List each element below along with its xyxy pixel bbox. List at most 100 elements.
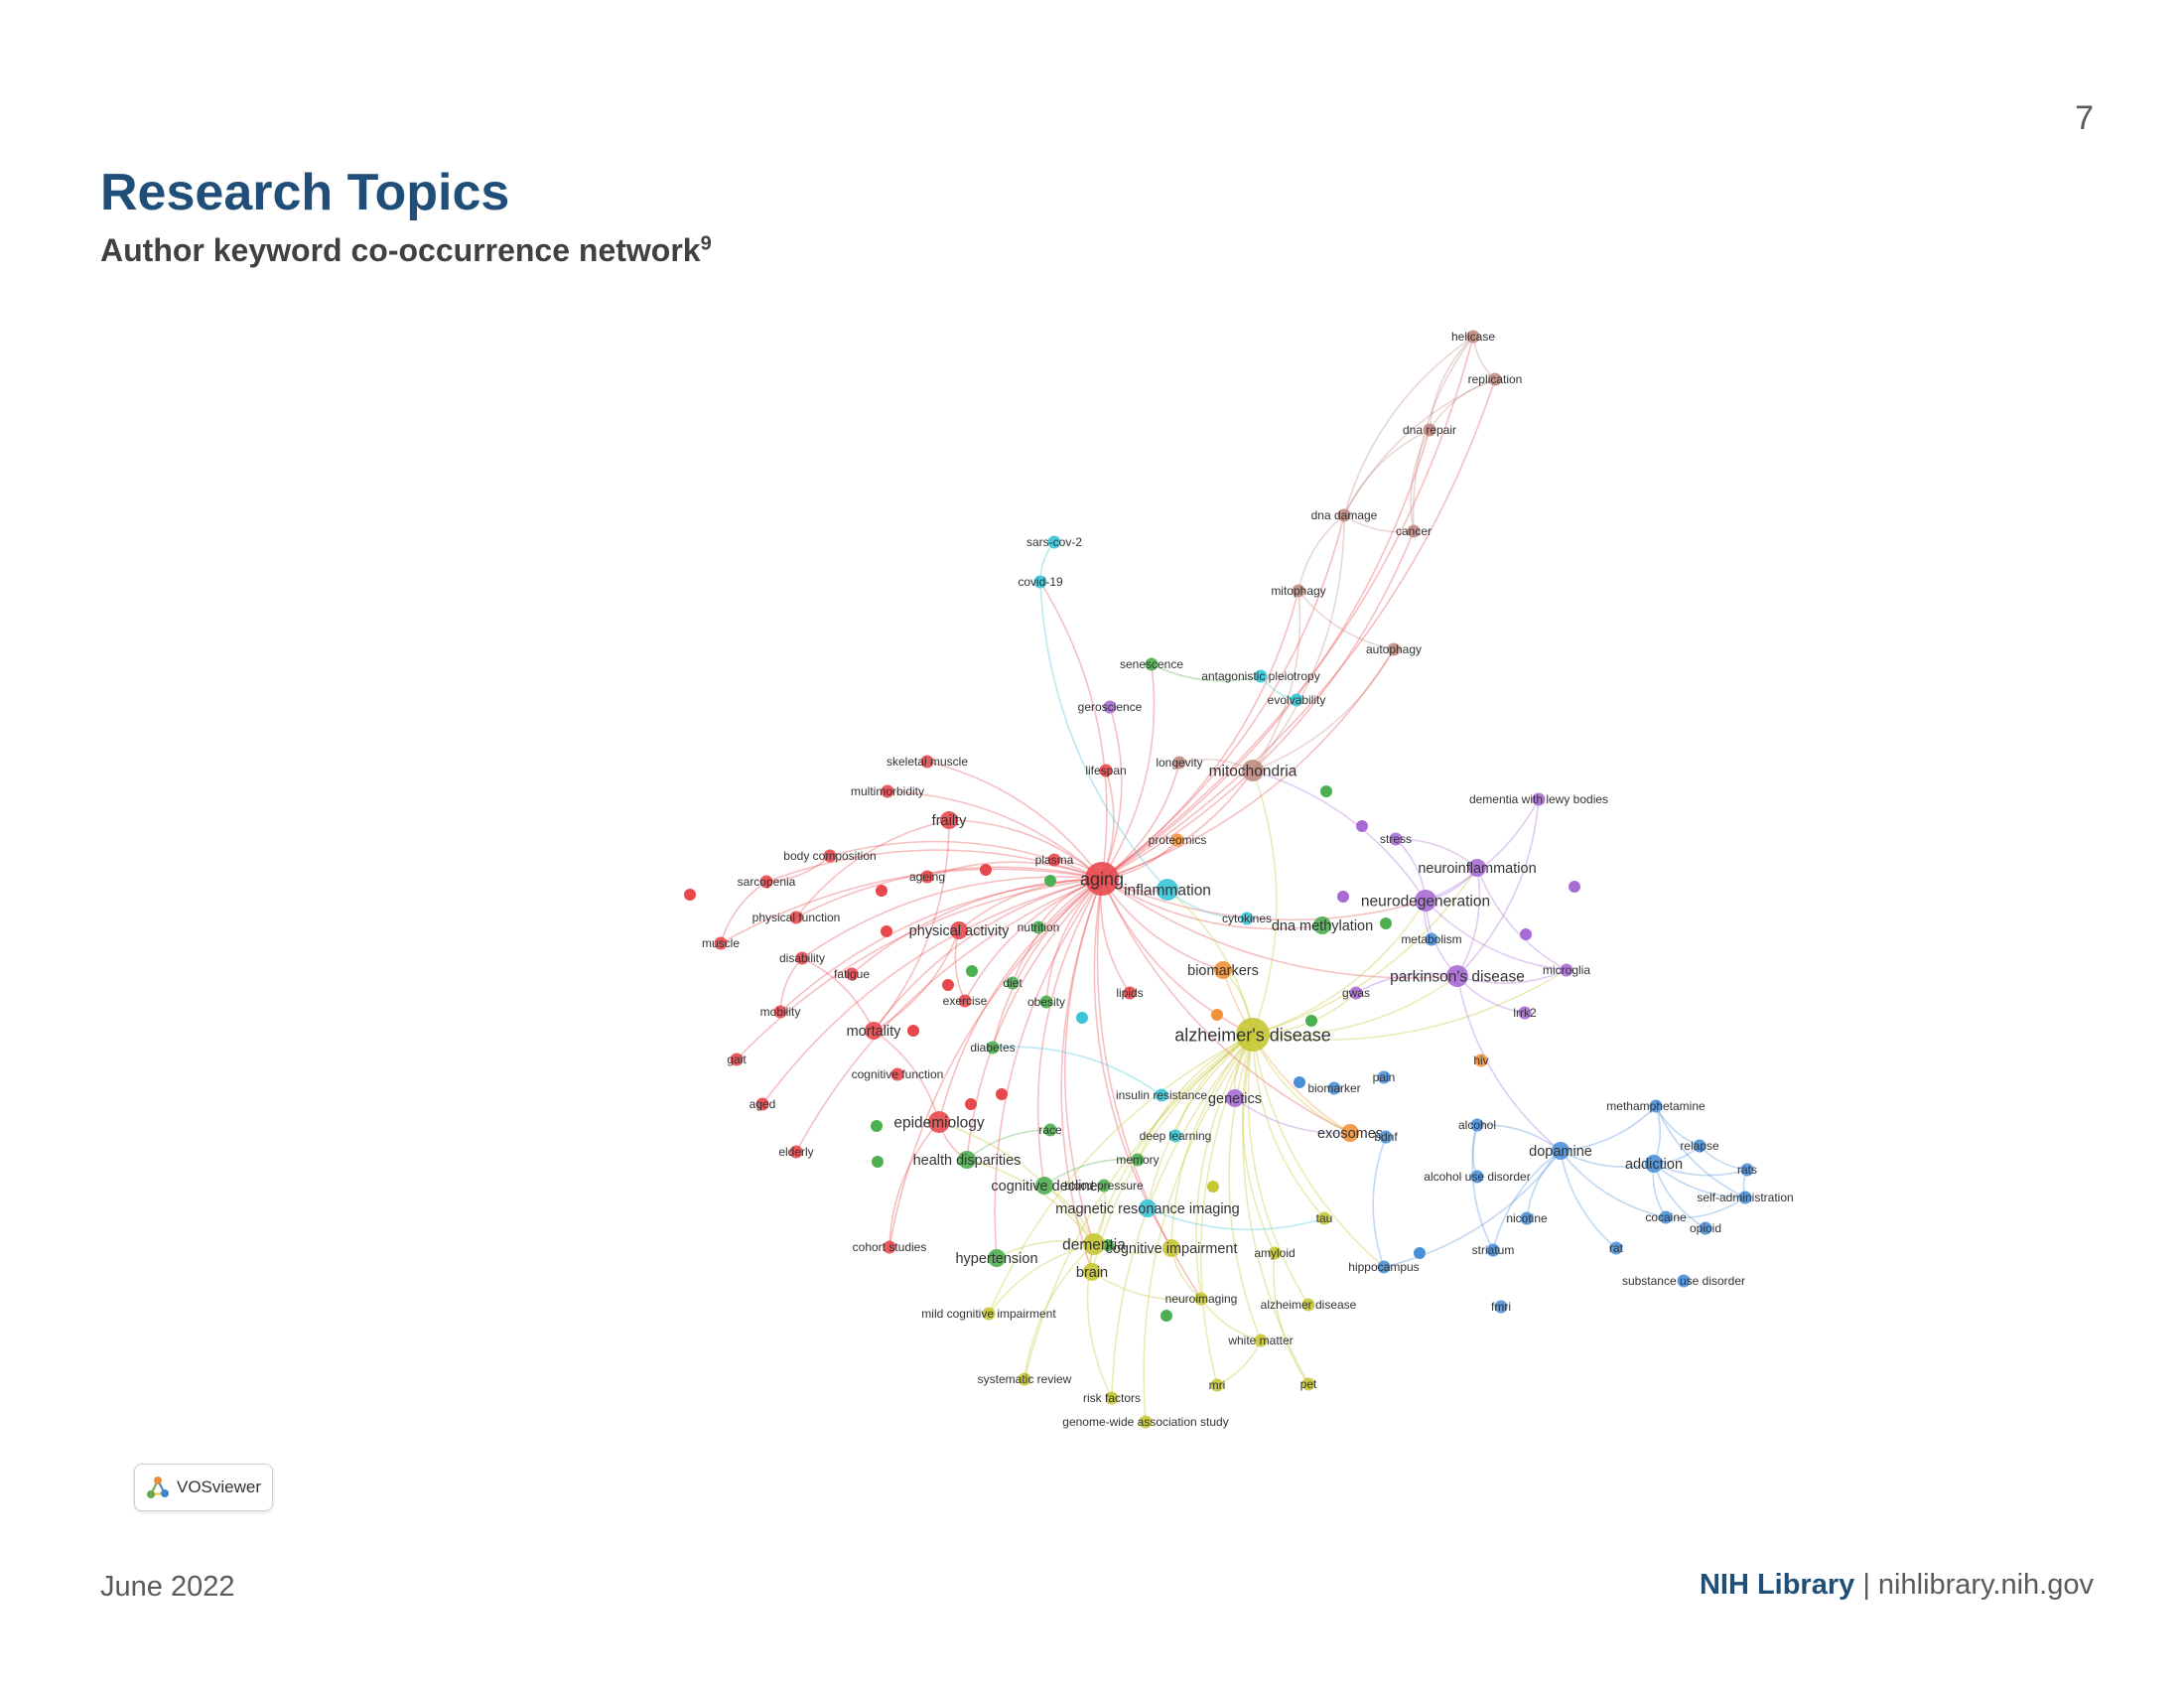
node-circle[interactable] [1518, 1006, 1532, 1020]
node-circle[interactable] [1423, 423, 1436, 437]
network-node-cohort-studies[interactable]: cohort studies [853, 1240, 927, 1254]
network-node-fmri[interactable]: fmri [1491, 1300, 1511, 1314]
node-circle[interactable] [1327, 1081, 1341, 1095]
node-circle[interactable] [1488, 372, 1502, 386]
network-node-mitophagy[interactable]: mitophagy [1271, 584, 1325, 598]
node-circle[interactable] [1474, 1054, 1488, 1067]
node-circle[interactable] [1466, 330, 1480, 344]
node-circle[interactable] [1337, 508, 1351, 522]
network-node-dna-damage[interactable]: dna damage [1311, 508, 1378, 522]
network-node-skeletal-muscle[interactable]: skeletal muscle [887, 755, 968, 769]
node-circle[interactable] [1006, 976, 1020, 990]
node-circle[interactable] [1254, 1334, 1268, 1347]
network-node-sarcopenia[interactable]: sarcopenia [738, 875, 796, 889]
node-circle[interactable] [845, 967, 859, 981]
node-circle[interactable] [1214, 961, 1232, 979]
node-circle[interactable] [1162, 1239, 1180, 1257]
node-circle[interactable] [1123, 986, 1137, 1000]
node-circle[interactable] [1313, 916, 1331, 934]
network-node-body-composition[interactable]: body composition [783, 849, 876, 863]
vosviewer-badge[interactable]: VOSviewer [134, 1464, 273, 1511]
network-node-microglia[interactable]: microglia [1543, 963, 1590, 977]
network-node-geroscience[interactable]: geroscience [1078, 700, 1143, 714]
node-circle[interactable] [982, 1307, 996, 1321]
network-node-epidemiology[interactable]: epidemiology [893, 1111, 985, 1133]
network-node-aging[interactable]: aging [1080, 862, 1124, 896]
node-circle[interactable] [1425, 932, 1438, 946]
network-node-mortality[interactable]: mortality [847, 1022, 902, 1040]
node-circle[interactable] [1242, 760, 1264, 781]
node-circle[interactable] [950, 921, 968, 939]
network-node-gwas[interactable]: gwas [1342, 986, 1370, 1000]
network-node-covid-19[interactable]: covid-19 [1018, 575, 1063, 589]
node-circle[interactable] [1168, 1129, 1182, 1143]
network-node-lifespan[interactable]: lifespan [1085, 764, 1126, 777]
node-circle[interactable] [1377, 1070, 1391, 1084]
network-node-dementia[interactable]: dementia [1062, 1233, 1126, 1255]
node-circle[interactable] [1609, 1241, 1623, 1255]
network-node-parkinson-s-disease[interactable]: parkinson's disease [1390, 965, 1525, 987]
node-circle[interactable] [1236, 1018, 1270, 1052]
node-circle[interactable] [1379, 1130, 1393, 1144]
network-node-elderly[interactable]: elderly [778, 1145, 813, 1159]
network-node-mild-cognitive-impairment[interactable]: mild cognitive impairment [921, 1307, 1056, 1321]
node-circle[interactable] [1031, 920, 1045, 934]
node-circle[interactable] [1532, 792, 1546, 806]
node-circle[interactable] [1083, 1233, 1105, 1255]
node-circle[interactable] [1407, 524, 1421, 538]
network-node-tau[interactable]: tau [1316, 1211, 1333, 1225]
network-node-risk-factors[interactable]: risk factors [1083, 1391, 1141, 1405]
network-node-systematic-review[interactable]: systematic review [978, 1372, 1072, 1386]
node-circle[interactable] [1387, 642, 1401, 656]
node-circle[interactable] [1268, 1246, 1282, 1260]
network-node-deep-learning[interactable]: deep learning [1140, 1129, 1212, 1143]
network-node-exercise[interactable]: exercise [943, 994, 988, 1008]
network-node-dna-repair[interactable]: dna repair [1403, 423, 1456, 437]
network-node-neuroimaging[interactable]: neuroimaging [1165, 1292, 1238, 1306]
network-node-genome-wide-association-study[interactable]: genome-wide association study [1062, 1415, 1228, 1429]
network-node-inflammation[interactable]: inflammation [1124, 879, 1211, 901]
node-circle[interactable] [1226, 1089, 1244, 1107]
network-node-lipids[interactable]: lipids [1116, 986, 1143, 1000]
network-node-striatum[interactable]: striatum [1472, 1243, 1515, 1257]
network-node-amyloid[interactable]: amyloid [1254, 1246, 1295, 1260]
network-node-diabetes[interactable]: diabetes [970, 1041, 1015, 1055]
network-node-rat[interactable]: rat [1609, 1241, 1624, 1255]
node-circle[interactable] [1240, 912, 1254, 925]
node-circle[interactable] [773, 1005, 787, 1019]
node-circle[interactable] [1170, 833, 1184, 847]
node-circle[interactable] [823, 849, 837, 863]
node-circle[interactable] [1033, 575, 1047, 589]
node-circle[interactable] [1693, 1139, 1706, 1153]
network-node-biomarker[interactable]: biomarker [1307, 1081, 1360, 1095]
network-node-alzheimer-s-disease[interactable]: alzheimer's disease [1174, 1018, 1331, 1052]
network-node-memory[interactable]: memory [1116, 1153, 1159, 1167]
node-circle[interactable] [1494, 1300, 1508, 1314]
node-circle[interactable] [1446, 965, 1468, 987]
network-node-autophagy[interactable]: autophagy [1366, 642, 1422, 656]
node-circle[interactable] [759, 875, 773, 889]
network-node-lrrk2[interactable]: lrrk2 [1513, 1006, 1537, 1020]
node-circle[interactable] [730, 1053, 744, 1066]
node-circle[interactable] [1172, 756, 1186, 770]
network-node-physical-activity[interactable]: physical activity [909, 921, 1010, 939]
node-circle[interactable] [920, 755, 934, 769]
network-node-replication[interactable]: replication [1468, 372, 1523, 386]
network-node-biomarkers[interactable]: biomarkers [1187, 961, 1259, 979]
network-node-nicotine[interactable]: nicotine [1506, 1211, 1548, 1225]
network-node-insulin-resistance[interactable]: insulin resistance [1116, 1088, 1207, 1102]
node-circle[interactable] [1349, 986, 1363, 1000]
network-node-cocaine[interactable]: cocaine [1645, 1210, 1687, 1224]
network-node-longevity[interactable]: longevity [1156, 756, 1202, 770]
node-circle[interactable] [1157, 879, 1178, 901]
network-node-genetics[interactable]: genetics [1208, 1089, 1262, 1107]
node-circle[interactable] [1043, 1123, 1057, 1137]
node-circle[interactable] [1145, 657, 1159, 671]
network-node-addiction[interactable]: addiction [1625, 1155, 1683, 1173]
node-circle[interactable] [1645, 1155, 1663, 1173]
node-circle[interactable] [1097, 1179, 1111, 1193]
network-node-brain[interactable]: brain [1076, 1263, 1108, 1281]
network-node-fatigue[interactable]: fatigue [834, 967, 870, 981]
node-circle[interactable] [1047, 535, 1061, 549]
node-circle[interactable] [1155, 1088, 1168, 1102]
